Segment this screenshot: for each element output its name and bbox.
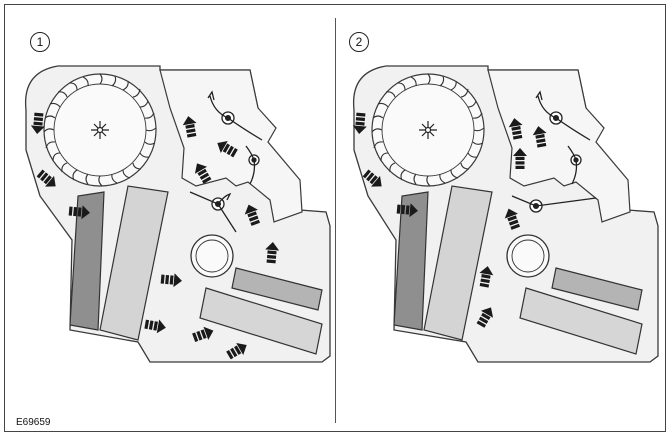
blend-door-pivot-upper [207,90,263,141]
blend-door-pivot-middle [567,145,582,185]
airflow-arrow-icon [160,273,182,288]
panel-2-diagram [352,65,659,363]
airflow-arrow-icon [192,326,214,342]
panel-divider [335,18,336,423]
panel-1-diagram [24,65,331,363]
round-duct [506,234,550,278]
upper-duct-section [487,69,631,223]
airflow-arrow-icon [362,169,382,187]
blower-fan-blades [371,73,485,187]
evaporator-core [393,191,429,331]
airflow-arrow-icon [68,205,90,220]
airflow-arrow-icon [30,112,45,134]
evaporator-core [69,191,105,331]
blend-door-pivot-lower [189,191,237,233]
heater-core-upper [231,267,323,311]
airflow-arrows-panel-1 [30,112,280,360]
heater-core-lower [519,287,643,355]
heater-core-lower [199,287,323,355]
airflow-arrow-icon [265,242,280,264]
airflow-arrow-icon [352,112,367,134]
blower-hub-icon [91,121,109,139]
panel-1-number-badge: 1 [30,32,50,52]
airflow-arrow-icon [144,319,166,334]
filter-core [99,185,169,341]
blower-fan [371,73,485,187]
airflow-arrow-icon [476,307,494,328]
airflow-arrow-icon [532,126,547,148]
airflow-arrow-icon [479,266,494,288]
blower-fan-blades [43,73,157,187]
round-duct [190,234,234,278]
blower-hub-icon [419,121,437,139]
panel-2-number-badge: 2 [349,32,369,52]
airflow-arrow-icon [244,204,260,226]
airflow-arrow-icon [36,169,56,187]
airflow-arrow-icon [508,118,523,140]
blend-door-pivot-lower [511,195,597,213]
figure-id-label: E69659 [16,417,51,428]
airflow-arrow-icon [217,140,238,158]
blend-door-pivot-upper [535,90,591,141]
airflow-arrow-icon [396,203,418,218]
airflow-arrow-icon [226,342,247,360]
airflow-arrows-panel-2 [352,112,547,328]
figure-frame [4,4,666,432]
blower-fan [43,73,157,187]
filter-core [423,185,493,341]
airflow-arrow-icon [182,116,197,138]
blend-door-pivot-middle [245,145,260,185]
airflow-arrow-icon [513,148,527,169]
heater-core-upper [551,267,643,311]
airflow-arrow-icon [194,163,212,184]
airflow-arrow-icon [504,208,520,230]
